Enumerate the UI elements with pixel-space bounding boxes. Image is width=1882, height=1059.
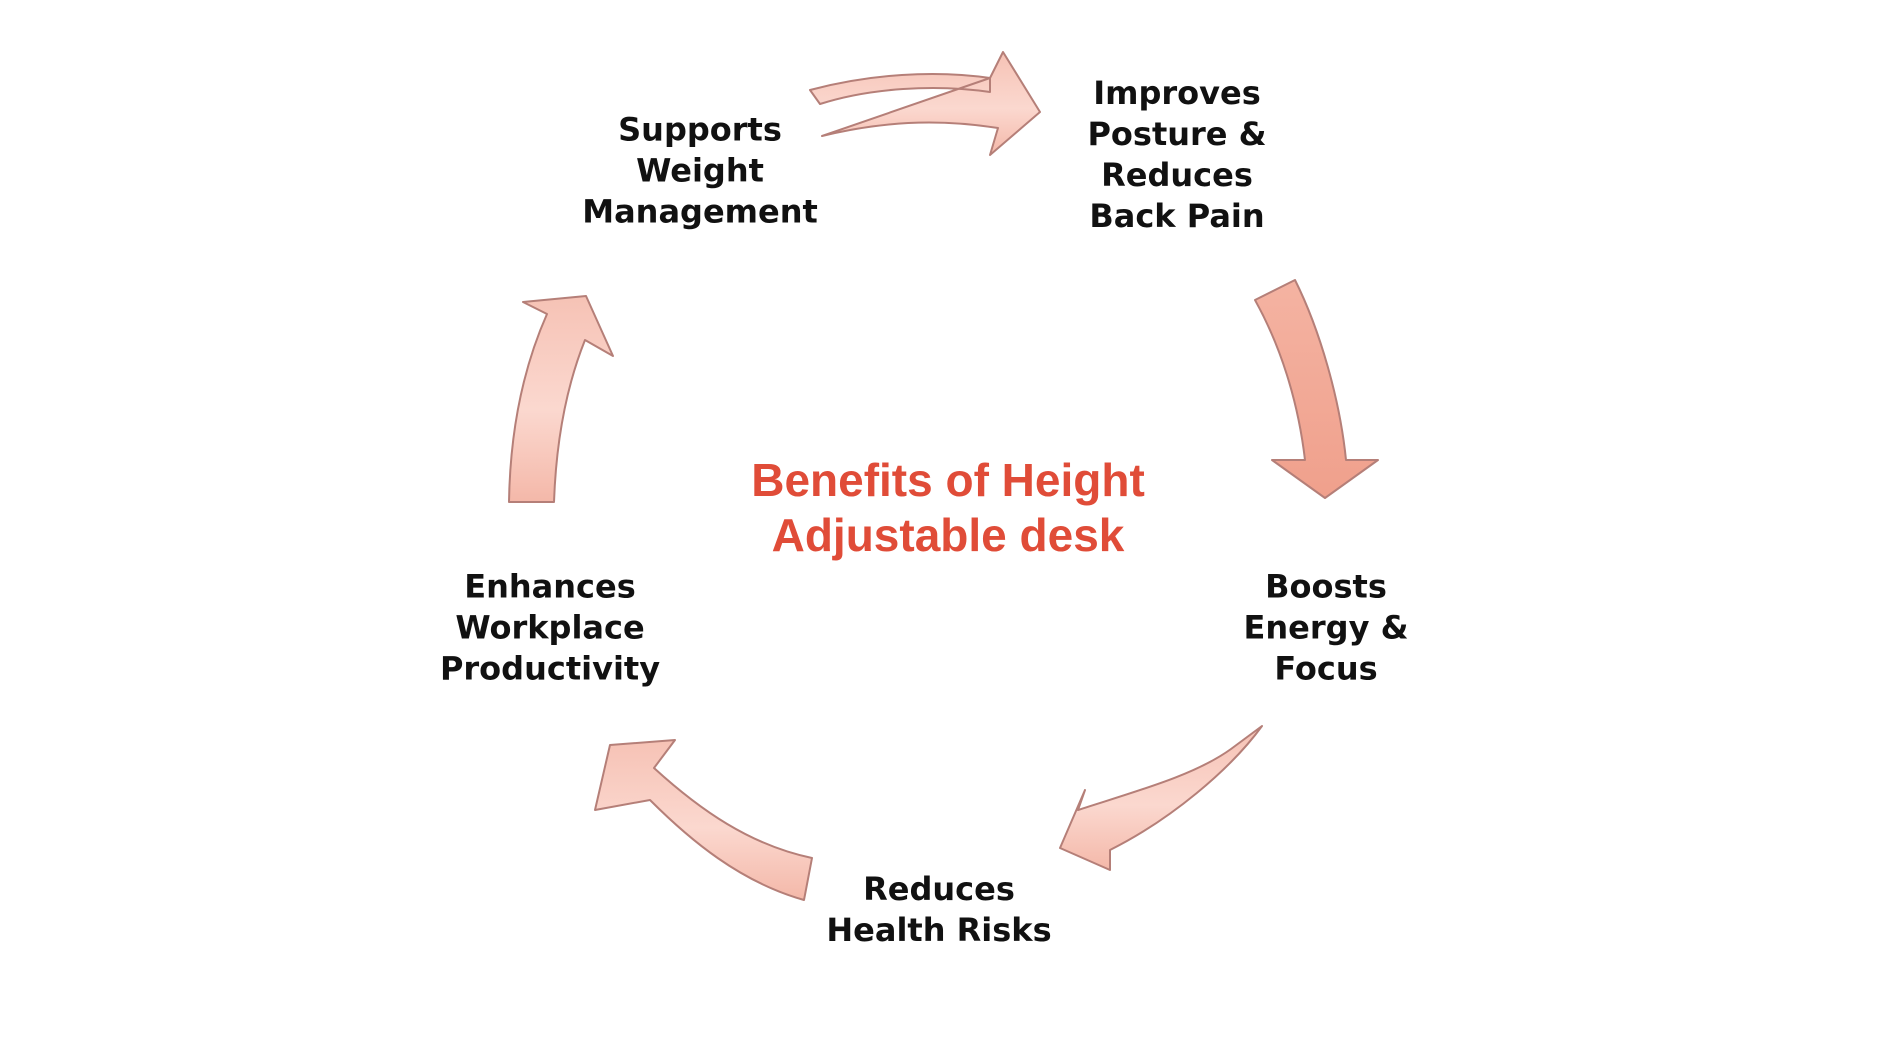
step-label-health: Reduces Health Risks	[826, 870, 1052, 949]
arrow-weight-to-posture	[809, 51, 1041, 156]
step-label-weight: Supports Weight Management	[582, 110, 818, 231]
step-label-posture: Improves Posture & Reduces Back Pain	[1087, 74, 1267, 235]
arrow-posture-to-energy	[1254, 279, 1379, 499]
arrow-health-to-productivity	[594, 739, 813, 901]
arrow-energy-to-health	[1059, 725, 1263, 871]
arrow-productivity-to-weight	[508, 295, 614, 503]
step-label-energy: Boosts Energy & Focus	[1243, 567, 1409, 688]
diagram-title: Benefits of Height Adjustable desk	[751, 454, 1145, 561]
step-label-productivity: Enhances Workplace Productivity	[439, 567, 661, 688]
